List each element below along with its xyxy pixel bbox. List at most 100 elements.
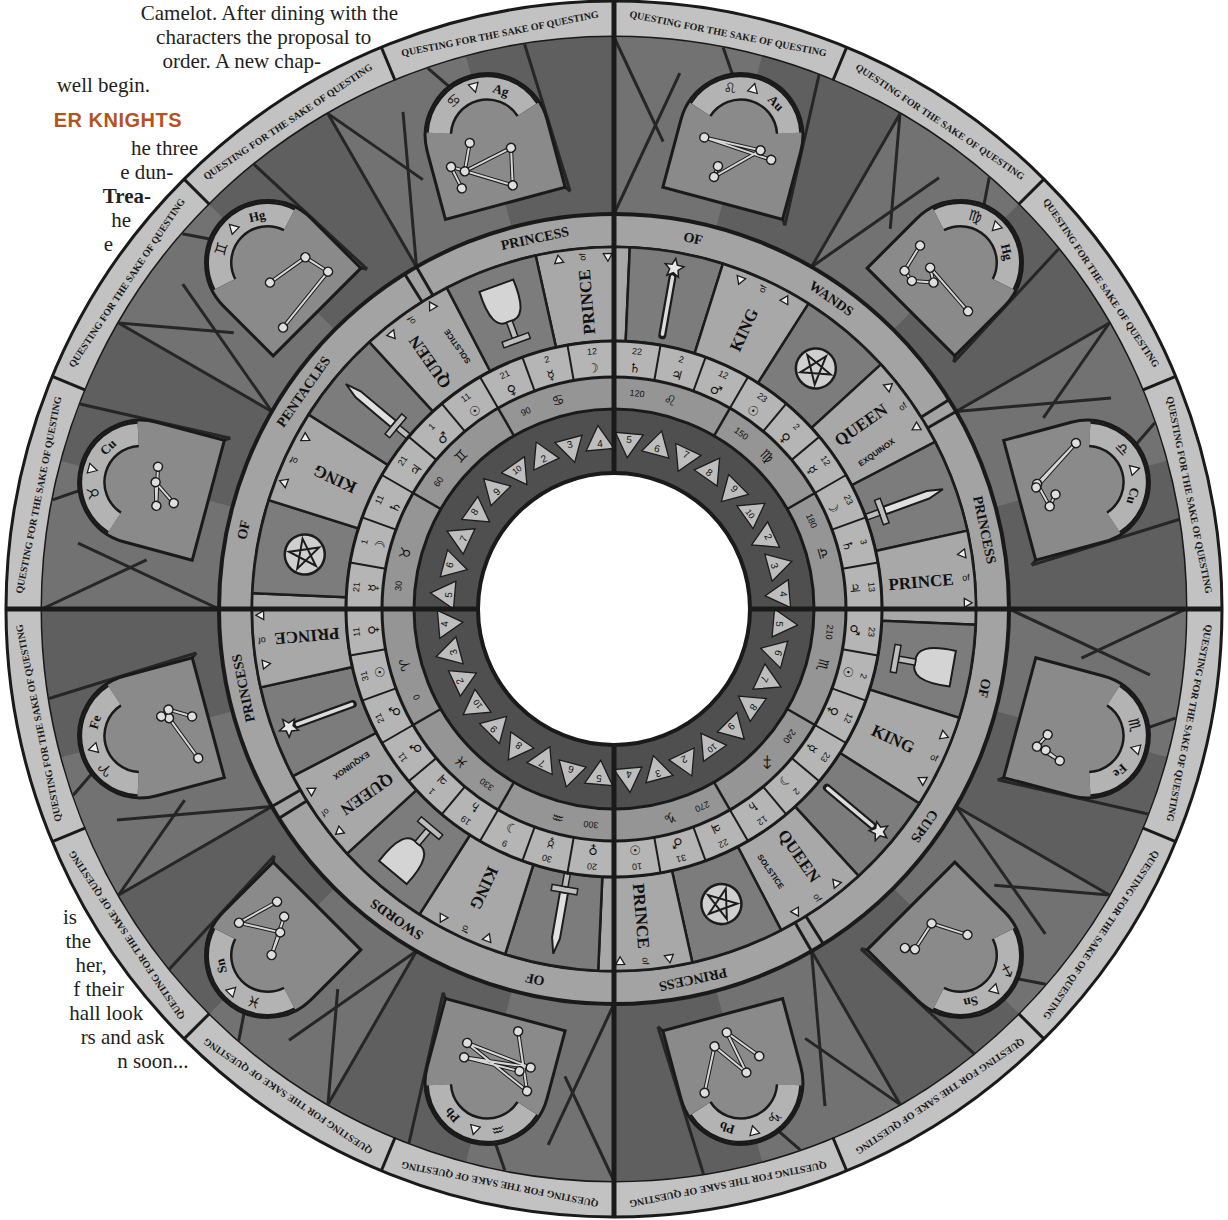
constellation-line [254, 248, 333, 327]
planet-symbol: ☿ [805, 741, 820, 755]
decan-date: 31 [359, 670, 370, 682]
pane-band [1090, 426, 1146, 523]
court-band-text: OF [975, 677, 993, 699]
cup-base [890, 644, 901, 673]
triangle-shape [554, 255, 564, 264]
metal-symbol: Pb [718, 1120, 736, 1137]
ring-divider [184, 179, 209, 204]
lead-line [119, 323, 234, 333]
triangle-shape [694, 450, 731, 486]
triangle-shape [664, 954, 674, 963]
constellation-star [925, 917, 938, 930]
constellation-line [160, 704, 203, 764]
lead-line [614, 37, 663, 142]
planet-symbol: ♀ [777, 430, 793, 446]
wand-symbol [821, 780, 893, 845]
ring-motto: QUESTING FOR THE SAKE OF QUESTING [15, 624, 64, 823]
ring-motto: QUESTING FOR THE SAKE OF QUESTING [1164, 624, 1213, 823]
zodiac-sign: ♎ [814, 545, 831, 561]
zodiac-sign: ♋ [444, 91, 464, 111]
zodiac-sign: ♊ [452, 447, 471, 466]
zodiac-sign: ♈ [96, 759, 116, 779]
zodiac-sign: ♍ [966, 207, 983, 225]
decan-triangle [523, 436, 559, 470]
pent-symbol [696, 878, 747, 929]
decan-triangle [555, 435, 588, 466]
constellation-star [1050, 489, 1061, 500]
sign-degree: 240 [781, 727, 797, 744]
element-triangle [307, 784, 318, 796]
decan-date: 2 [791, 422, 801, 432]
element-triangle [262, 659, 271, 669]
decan-date: 31 [675, 853, 687, 864]
pane-band-edge [83, 426, 139, 523]
sign-degree: 90 [520, 406, 533, 418]
constellation-star [152, 461, 163, 472]
wand-shaft [662, 276, 672, 335]
pane-band-edge [431, 78, 528, 134]
zodiac-sign: ♓ [452, 752, 471, 771]
triangle-shape [553, 760, 586, 791]
ring-divider [1142, 828, 1175, 842]
decan-divider [763, 787, 786, 815]
constellation-line [691, 1026, 765, 1093]
of-word: of [578, 253, 588, 261]
of-word: of [640, 957, 650, 965]
element-triangle [829, 876, 841, 888]
triangle-shape [527, 741, 563, 775]
court-title: PRINCE [888, 571, 954, 594]
decan-triangle [441, 518, 475, 554]
court-title: QUEEN [774, 826, 823, 885]
constellation-star [514, 1066, 525, 1077]
triangle-shape [262, 659, 271, 669]
zodiac-sign: ♒ [550, 809, 566, 826]
constellation-star [909, 943, 922, 956]
lead-line [565, 1076, 614, 1181]
decan-date: 23 [755, 391, 768, 404]
decan-triangle [613, 432, 643, 459]
triangle-shape [772, 609, 799, 639]
pane-band [83, 426, 139, 523]
planet-symbol: ☽ [776, 771, 793, 788]
pane-glass [663, 999, 817, 1159]
constellation-star [898, 264, 911, 277]
planet-symbol: ☽ [504, 820, 520, 837]
sign-degree: 120 [629, 389, 645, 400]
pane-band [1090, 696, 1146, 793]
planet-symbol: ♄ [629, 361, 642, 375]
decan-date: 2 [858, 672, 868, 679]
triangle-shape [665, 443, 701, 477]
element-triangle [989, 984, 1002, 997]
lead-line [328, 114, 417, 267]
decan-divider [832, 688, 866, 700]
constellation-star [505, 142, 516, 153]
decan-date: 12 [842, 712, 854, 725]
constellation-star [163, 704, 174, 715]
sign-divider [787, 709, 815, 725]
decan-triangle [437, 608, 464, 638]
triangle-shape [757, 635, 788, 668]
constellation-star [456, 183, 467, 194]
zodiac-pane [663, 999, 817, 1159]
constellation-line [898, 246, 977, 325]
decan-triangle [642, 427, 675, 458]
constellation-star [265, 949, 278, 962]
triangle-shape [523, 436, 559, 470]
decan-date: 11 [396, 751, 409, 764]
decan-triangle [665, 443, 701, 477]
ring-divider [833, 47, 847, 80]
decan-date: 1 [360, 539, 370, 546]
decan-number: 4 [596, 438, 602, 448]
constellation-star [899, 942, 912, 955]
ring-motto: QUESTING FOR THE SAKE OF QUESTING [1164, 395, 1213, 594]
pane-band [939, 934, 1027, 1022]
court-title: PRINCE [629, 883, 652, 949]
decan-triangle [429, 579, 456, 609]
cup-bowl [479, 280, 526, 328]
planet-symbol: ☿ [546, 368, 557, 383]
planet-symbol: ☿ [366, 583, 380, 592]
decan-divider [693, 357, 705, 391]
ring-divider [1018, 179, 1043, 204]
zodiac-sign: ♏ [814, 657, 831, 673]
sign-divider [413, 709, 441, 725]
